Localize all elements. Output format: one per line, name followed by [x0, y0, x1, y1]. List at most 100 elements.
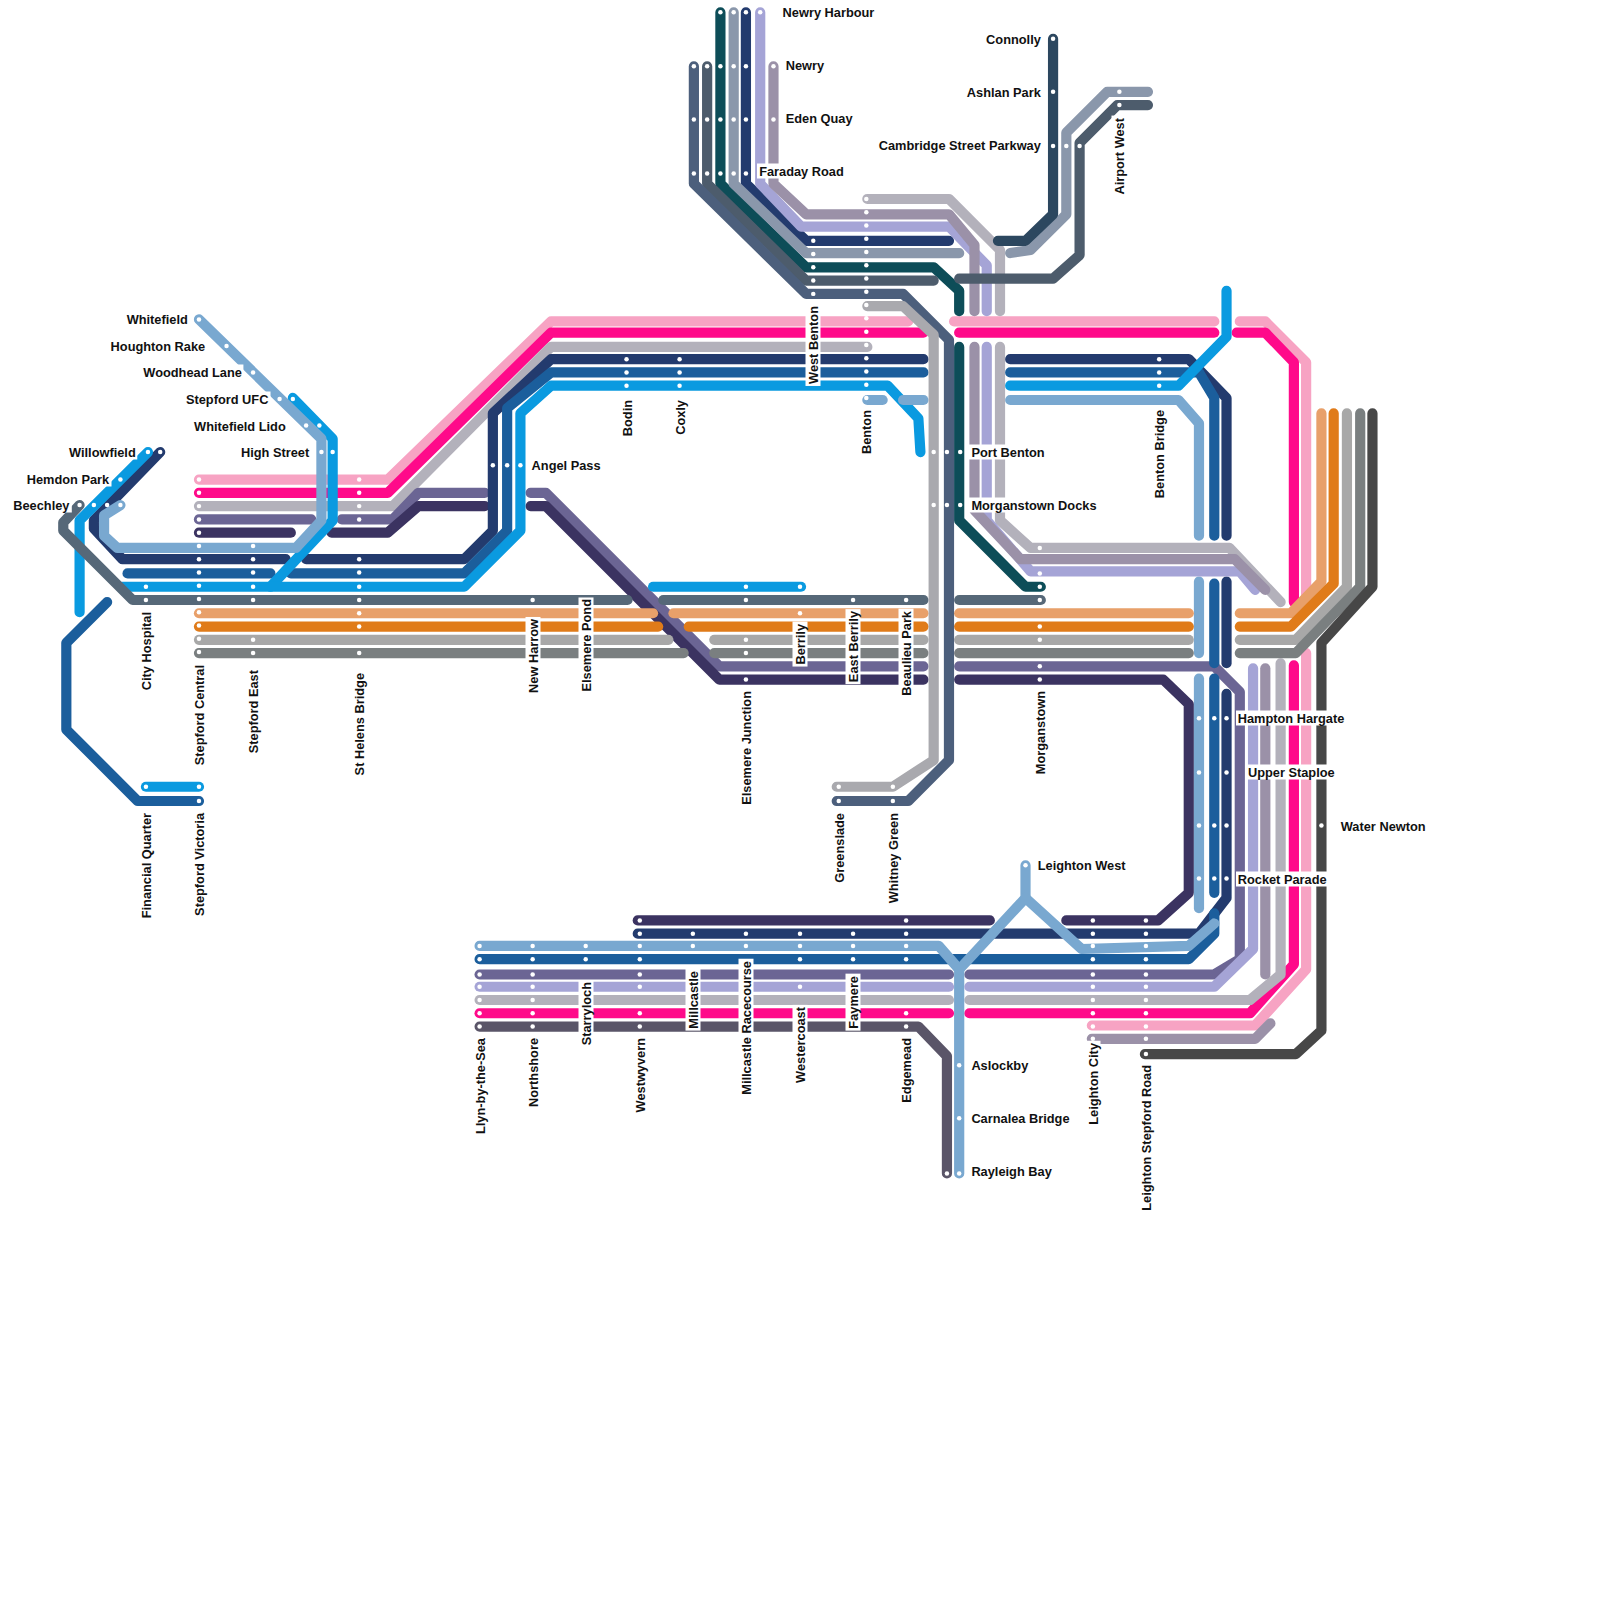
station-dot [692, 171, 696, 175]
station-dot [1051, 90, 1055, 94]
route-line [199, 514, 311, 524]
station-dot [530, 598, 534, 602]
station-dot [118, 503, 122, 507]
station-dot [357, 570, 361, 574]
station-dot [931, 450, 935, 454]
route-lines [63, 12, 1372, 1173]
station-dot [197, 477, 201, 481]
station-dot [864, 223, 868, 227]
route-line [720, 12, 959, 311]
station-label: Whitefield [125, 312, 190, 327]
route-line [867, 395, 882, 405]
station-dot [1023, 863, 1027, 867]
route-line [714, 635, 923, 645]
route-line [480, 969, 949, 979]
station-dot [744, 584, 748, 588]
station-dot [638, 957, 642, 961]
station-dot [957, 1116, 961, 1120]
station-label: St Helens Bridge [352, 671, 367, 777]
station-dot [692, 64, 696, 68]
station-dot [904, 931, 908, 935]
station-label: Benton Bridge [1152, 408, 1167, 500]
station-dot [864, 290, 868, 294]
station-dot [477, 957, 481, 961]
route-line [1209, 679, 1219, 893]
station-label: Northshore [525, 1036, 540, 1109]
route-line [480, 995, 949, 1005]
station-label: Stepford Central [191, 663, 206, 767]
route-line [673, 608, 923, 618]
station-dot [1091, 918, 1095, 922]
station-dot [864, 316, 868, 320]
station-dot [945, 1171, 949, 1175]
route-line [1240, 413, 1347, 640]
station-dot [624, 383, 628, 387]
station-dot [491, 463, 495, 467]
station-dot [891, 799, 895, 803]
station-dot [197, 610, 201, 614]
station-label: Hemdon Park [25, 471, 112, 486]
station-label: West Benton [806, 304, 821, 386]
station-dot [864, 356, 868, 360]
station-dot [931, 503, 935, 507]
station-dot [1157, 370, 1161, 374]
station-dot [583, 957, 587, 961]
station-dot [1144, 972, 1148, 976]
station-dot [771, 117, 775, 121]
station-dot [357, 491, 361, 495]
station-dot [837, 784, 841, 788]
station-dot [1038, 677, 1042, 681]
route-line [959, 347, 1041, 587]
station-label: Elsemere Pond [578, 597, 593, 693]
station-dot [197, 530, 201, 534]
station-dot [638, 944, 642, 948]
station-dot [197, 504, 201, 508]
station-dot [638, 918, 642, 922]
route-line [959, 328, 1214, 338]
station-dot [530, 998, 534, 1002]
route-line [199, 635, 668, 645]
station-dot [744, 117, 748, 121]
station-dot [864, 396, 868, 400]
station-dot [957, 1171, 961, 1175]
station-dot [864, 382, 868, 386]
route-line [63, 505, 627, 600]
station-dot [518, 463, 522, 467]
station-dot [864, 343, 868, 347]
route-line [969, 663, 1280, 1000]
station-label: Newry [784, 58, 826, 73]
station-dot [904, 598, 908, 602]
route-line [734, 12, 960, 253]
station-dot [357, 624, 361, 628]
station-dot [251, 651, 255, 655]
station-dot [1197, 770, 1201, 774]
station-label: Cambridge Street Parkway [877, 137, 1043, 152]
station-dot [1144, 931, 1148, 935]
station-label: Houghton Rake [109, 338, 208, 353]
station-dot [477, 998, 481, 1002]
route-line [987, 347, 1255, 590]
station-dot [864, 197, 868, 201]
station-dot [118, 477, 122, 481]
station-label: Whitefield Lido [192, 418, 288, 433]
station-dot [624, 370, 628, 374]
station-dot [1051, 144, 1055, 148]
station-dot [319, 450, 323, 454]
route-line [480, 1027, 947, 1174]
station-label: Eden Quay [784, 111, 855, 126]
station-label: Greenslade [831, 811, 846, 885]
station-label: Coxly [672, 398, 687, 437]
route-line [903, 395, 923, 405]
station-label: Hampton Hargate [1236, 711, 1347, 726]
station-dot [1212, 716, 1216, 720]
station-label: Morganstown [1032, 689, 1047, 776]
station-dot [864, 303, 868, 307]
station-dot [77, 503, 81, 507]
station-label: Beechley [11, 498, 71, 513]
station-dot [1144, 944, 1148, 948]
station-dot [477, 972, 481, 976]
station-label: Water Newton [1339, 818, 1428, 833]
route-line [122, 386, 920, 587]
station-dot [105, 503, 109, 507]
station-dot [197, 491, 201, 495]
